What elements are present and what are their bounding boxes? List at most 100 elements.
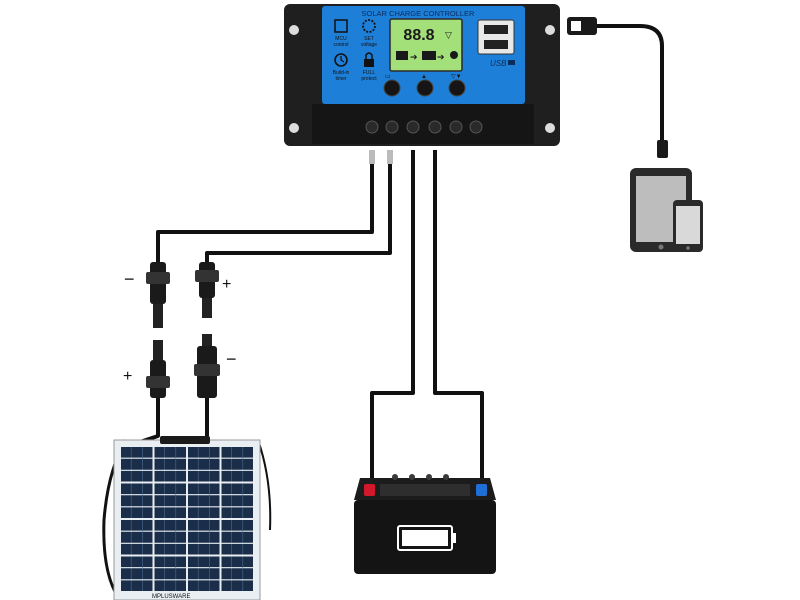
solar-cell — [154, 447, 186, 482]
solar-cell — [154, 556, 186, 591]
lock-shackle — [365, 52, 373, 59]
gear-icon — [362, 19, 376, 33]
up-button[interactable] — [416, 79, 434, 97]
solar-cell — [121, 483, 153, 518]
vent-cap — [426, 474, 432, 480]
set-voltage-feature: SET voltage — [361, 19, 377, 48]
terminal-3 — [406, 120, 420, 134]
lcd-digits: 88.8 — [403, 27, 434, 44]
battery-negative-wire — [433, 150, 484, 478]
down-button[interactable] — [448, 79, 466, 97]
lcd-panel-icon — [396, 51, 408, 60]
solar-cell — [188, 520, 220, 555]
solar-cell — [188, 447, 220, 482]
solar-cell — [221, 447, 253, 482]
solar-cell — [221, 483, 253, 518]
solar-cell — [121, 556, 153, 591]
timer-label-1: Build-in — [333, 70, 350, 76]
set-label-1: SET — [364, 36, 374, 42]
ferrule-pv-negative — [369, 150, 375, 164]
mount-hole-tr — [545, 25, 555, 35]
negative-terminal — [476, 484, 487, 496]
connector-nut — [194, 364, 220, 376]
terminal-block — [365, 120, 483, 134]
battery — [354, 474, 496, 574]
connector-nut — [146, 376, 170, 388]
usb-label: USB — [490, 59, 507, 68]
connector-tip — [153, 304, 163, 328]
panel-positive-lead — [127, 398, 160, 448]
usb-symbol-icon — [508, 60, 515, 65]
mount-hole-tl — [289, 25, 299, 35]
battery-lid-handle-area — [380, 484, 470, 496]
upper-left-polarity: − — [124, 269, 135, 289]
usb-cable — [595, 24, 664, 142]
chip-icon — [334, 19, 348, 33]
solar-panel: MPLUSWARE — [102, 436, 272, 600]
solar-cell — [221, 520, 253, 555]
controller-title: SOLAR CHARGE CONTROLLER — [362, 9, 476, 18]
connector-tip — [153, 340, 163, 360]
battery-level-nub — [452, 533, 456, 543]
tablet-home-button — [658, 244, 664, 250]
timer-label-2: timer — [335, 76, 346, 82]
solar-cell — [154, 520, 186, 555]
charge-controller: SOLAR CHARGE CONTROLLER 88.8 ▽ ➔ ➔ MCU c… — [284, 4, 560, 164]
lcd-bulb-icon — [450, 51, 458, 59]
micro-usb-plug — [657, 140, 668, 158]
lower-left-polarity: + — [123, 368, 132, 385]
panel-flex-edge-right — [257, 439, 272, 531]
terminal-4 — [428, 120, 442, 134]
terminal-6 — [469, 120, 483, 134]
ferrule-pv-positive — [387, 150, 393, 164]
mobile-devices — [630, 168, 703, 252]
vent-cap — [392, 474, 398, 480]
lower-positive-connector — [146, 340, 170, 398]
mcu-label-2: control — [333, 42, 348, 48]
usb-plug — [567, 17, 668, 158]
terminal-2 — [385, 120, 399, 134]
solar-cell — [188, 483, 220, 518]
pv-negative-wire — [156, 160, 374, 262]
down-button-icon: ▽▼ — [451, 74, 462, 80]
solar-cell — [121, 447, 153, 482]
terminal-1 — [365, 120, 379, 134]
positive-terminal — [364, 484, 375, 496]
phone-home-button — [686, 246, 690, 250]
set-label-2: voltage — [361, 42, 377, 48]
usb-plug-tip — [571, 21, 581, 31]
terminal-5 — [449, 120, 463, 134]
solar-cell — [154, 483, 186, 518]
solar-cell — [121, 520, 153, 555]
solar-cell — [221, 556, 253, 591]
connector-nut — [146, 272, 170, 284]
lcd-status-icons: ➔ ➔ — [396, 51, 458, 62]
protect-label-2: protect — [361, 76, 377, 82]
connector-tip — [202, 298, 212, 318]
mount-hole-bl — [289, 123, 299, 133]
upper-positive-connector — [195, 262, 219, 318]
connector-nut — [195, 270, 219, 282]
lcd-battery-icon — [422, 51, 436, 60]
mcu-label-1: MCU — [335, 36, 347, 42]
usb-ports: USB — [477, 19, 515, 68]
vent-cap — [409, 474, 415, 480]
lcd-unit-indicator: ▽ — [445, 30, 452, 40]
mc4-connectors: − + + − — [123, 262, 237, 398]
up-button-icon: ▲ — [421, 74, 427, 80]
lower-right-polarity: − — [226, 349, 237, 369]
menu-button-icon: ▭ — [385, 74, 391, 80]
wires — [127, 24, 664, 478]
phone-screen — [676, 206, 700, 244]
solar-cell — [188, 556, 220, 591]
controller-lower-section — [312, 104, 534, 144]
junction-box — [160, 436, 210, 444]
lcd-arrow2-icon: ➔ — [437, 52, 445, 62]
usb-port-1 — [484, 25, 508, 34]
battery-positive-wire — [370, 150, 415, 478]
menu-button[interactable] — [383, 79, 401, 97]
battery-vent-caps — [392, 474, 449, 480]
clock-hands — [340, 56, 345, 63]
lock-icon — [364, 59, 374, 67]
